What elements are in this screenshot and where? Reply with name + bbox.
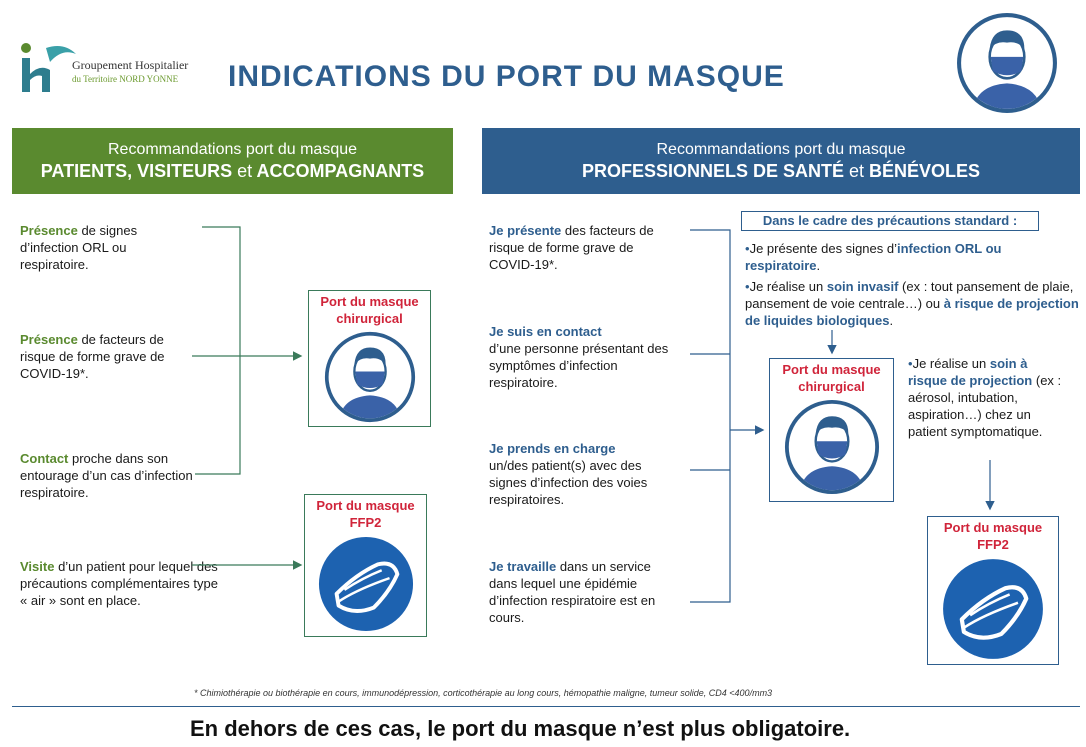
left-item-1-bold: Présence [20,223,78,238]
ffp2-mask-icon [943,559,1043,659]
left-bracket [192,226,303,570]
mask-ffp2-right-line2: FFP2 [977,537,1009,552]
standard-bullet-1-c: . [816,258,821,273]
left-item-2-bold: Présence [20,332,78,347]
left-header-line1: Recommandations port du masque [107,141,358,158]
logo: Groupement Hospitalier du Territoire NOR… [18,40,208,96]
right-header-et: et [849,161,865,181]
mask-surgical-right-line2: chirurgical [798,379,865,394]
right-header-line1: Recommandations port du masque [656,141,906,158]
left-item-2: Présence de facteurs de risque de forme … [20,331,190,382]
left-item-1-text: de signes d’infection ORL ou respiratoir… [20,223,138,272]
right-item-2-bold: Je suis en contact [489,324,602,339]
mask-ffp2-line2: FFP2 [349,515,382,530]
right-item-2: Je suis en contact d’une personne présen… [489,323,674,391]
left-item-1: Présence de signes d’infection ORL ou re… [20,222,170,273]
mask-ffp2-line1: Port du masque [316,498,415,513]
masked-person-icon [324,331,415,423]
bottom-statement: En dehors de ces cas, le port du masque … [190,716,851,741]
right-header-line2: PROFESSIONNELS DE SANTÉ et BÉNÉVOLES [482,160,1080,182]
left-header-et: et [237,161,253,181]
standard-bullet-2: •Je réalise un soin invasif (ex : tout p… [745,279,1079,328]
right-item-1-bold: Je présente [489,223,562,238]
left-item-3-text: proche dans son entourage d’un cas d’inf… [20,451,193,500]
page-title: INDICATIONS DU PORT DU MASQUE [228,60,785,93]
standard-bullet-1-a: Je présente des signes d’ [749,241,897,256]
mask-surgical-title: Port du masque chirurgical [309,293,430,327]
left-item-4: Visite d’un patient pour lequel des préc… [20,558,220,609]
hospital-logo-icon [21,43,76,92]
masked-person-icon [784,399,879,495]
mask-ffp2-right-line1: Port du masque [943,520,1043,535]
left-header: Recommandations port du masque PATIENTS,… [12,128,453,194]
right-item-4: Je travaille dans un service dans lequel… [489,558,674,626]
mask-surgical-right-title: Port du masque chirurgical [770,361,893,395]
standard-bullet-2-a: Je réalise un [749,279,827,294]
mask-box-surgical-left: Port du masque chirurgical [308,290,431,427]
right-item-2-text: d’une personne présentant des symptômes … [489,341,669,390]
standard-bullet-2-b: (ex : tout pansement de plaie, pansement… [745,279,1074,311]
bottom-divider [12,706,1080,707]
projection-hl: soin à risque de projection [908,356,1033,388]
standard-bullet-2-hl2: à risque de projection de liquides biolo… [745,296,1079,328]
left-item-4-text: d’un patient pour lequel des précautions… [20,559,218,608]
right-header-b: BÉNÉVOLES [869,161,981,181]
right-item-4-text: dans un service dans lequel une épidémie… [489,559,656,625]
right-header-a: PROFESSIONNELS DE SANTÉ [581,161,844,181]
left-header-a: PATIENTS, VISITEURS [40,161,233,181]
footnote: * Chimiothérapie ou biothérapie en cours… [194,688,773,698]
left-item-3-bold: Contact [20,451,69,466]
left-item-2-text: de facteurs de risque de forme grave de … [20,332,165,381]
left-item-3: Contact proche dans son entourage d’un c… [20,450,195,501]
mask-box-surgical-right: Port du masque chirurgical [769,358,894,502]
standard-precautions-title: Dans le cadre des précautions standard : [741,211,1039,231]
logo-line2: du Territoire NORD YONNE [72,74,179,84]
logo-line1: Groupement Hospitalier [72,58,189,72]
left-header-line2: PATIENTS, VISITEURS et ACCOMPAGNANTS [12,160,453,182]
masked-person-icon [957,13,1057,113]
mask-surgical-line1: Port du masque [320,294,419,309]
mask-surgical-right-line1: Port du masque [782,362,881,377]
left-header-b: ACCOMPAGNANTS [256,161,425,181]
right-item-1: Je présente des facteurs de risque de fo… [489,222,664,273]
standard-bullet-1-hl: infection ORL ou respiratoire [745,241,1002,273]
right-item-3-bold: Je prends en charge [489,441,616,456]
ffp2-mask-icon [318,536,413,632]
standard-bullet-1: •Je présente des signes d’infection ORL … [745,241,1002,273]
mask-surgical-line2: chirurgical [336,311,403,326]
right-item-1-text: des facteurs de risque de forme grave de… [489,223,654,272]
right-item-3-text: un/des patient(s) avec des signes d’infe… [489,458,648,507]
standard-bullet-2-c: . [889,313,894,328]
right-item-4-bold: Je travaille [489,559,557,574]
left-item-4-bold: Visite [20,559,55,574]
projection-b: (ex : aérosol, intubation, aspiration…) … [908,373,1062,439]
right-header: Recommandations port du masque PROFESSIO… [482,128,1080,194]
standard-bullet-2-hl: soin invasif [826,279,899,294]
projection-a: Je réalise un [912,356,990,371]
right-item-3: Je prends en charge un/des patient(s) av… [489,440,654,508]
projection-note: •Je réalise un soin à risque de projecti… [908,356,1062,439]
